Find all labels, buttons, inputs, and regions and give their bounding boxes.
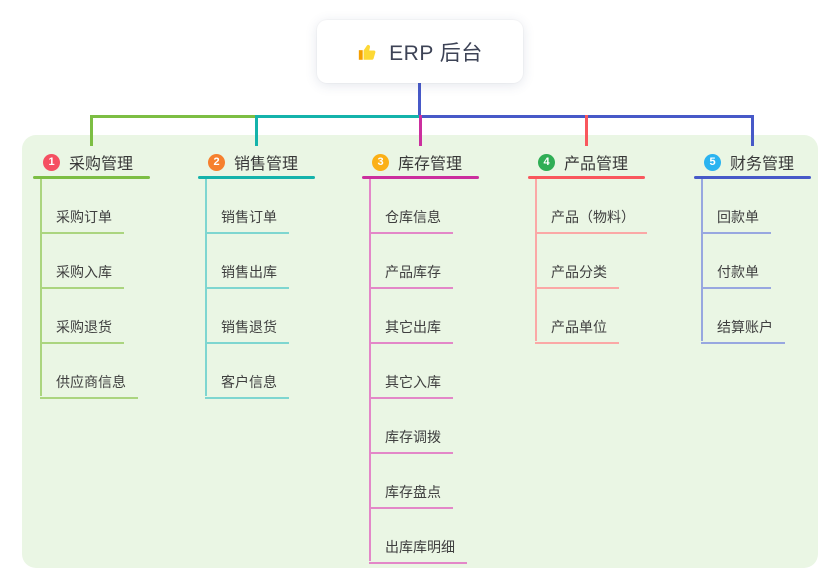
branch-number-badge: 1 xyxy=(43,153,60,171)
branch-node-3[interactable]: 3 库存管理 xyxy=(372,150,462,174)
branch-underline xyxy=(694,176,811,179)
child-node[interactable]: 采购退货 xyxy=(40,308,124,344)
branch-node-2[interactable]: 2 销售管理 xyxy=(208,150,298,174)
child-node[interactable]: 销售出库 xyxy=(205,253,289,289)
branch-underline xyxy=(198,176,315,179)
branch-number-badge: 2 xyxy=(208,153,225,171)
child-node[interactable]: 销售订单 xyxy=(205,198,289,234)
branch-child-spine xyxy=(369,179,371,561)
child-node[interactable]: 回款单 xyxy=(701,198,771,234)
branch-number-badge: 3 xyxy=(372,153,389,171)
child-node[interactable]: 产品库存 xyxy=(369,253,453,289)
child-node[interactable]: 结算账户 xyxy=(701,308,785,344)
child-node[interactable]: 产品（物料） xyxy=(535,198,647,234)
root-connector-stem xyxy=(418,83,421,118)
connector-drop xyxy=(419,115,422,146)
branch-underline xyxy=(362,176,479,179)
connector-bus-segment xyxy=(90,115,258,118)
child-node[interactable]: 其它出库 xyxy=(369,308,453,344)
branch-number-badge: 4 xyxy=(538,153,555,171)
connector-bus-segment xyxy=(255,115,422,118)
branch-child-spine xyxy=(535,179,537,341)
child-node[interactable]: 其它入库 xyxy=(369,363,453,399)
connector-drop xyxy=(90,115,93,146)
branch-label: 财务管理 xyxy=(730,156,795,173)
branch-child-spine xyxy=(701,179,703,341)
branch-label: 销售管理 xyxy=(234,156,299,173)
branches-panel xyxy=(22,135,818,568)
branch-number-badge: 5 xyxy=(704,153,721,171)
child-node[interactable]: 客户信息 xyxy=(205,363,289,399)
branch-underline xyxy=(33,176,150,179)
child-node[interactable]: 采购入库 xyxy=(40,253,124,289)
child-node[interactable]: 供应商信息 xyxy=(40,363,138,399)
child-node[interactable]: 库存盘点 xyxy=(369,473,453,509)
branch-underline xyxy=(528,176,645,179)
connector-drop xyxy=(751,115,754,146)
branch-node-4[interactable]: 4 产品管理 xyxy=(538,150,628,174)
child-node[interactable]: 仓库信息 xyxy=(369,198,453,234)
child-node[interactable]: 出库库明细 xyxy=(369,528,467,564)
branch-label: 采购管理 xyxy=(69,156,134,173)
thumbs-up-icon xyxy=(357,41,379,63)
branch-node-5[interactable]: 5 财务管理 xyxy=(704,150,794,174)
branch-node-1[interactable]: 1 采购管理 xyxy=(43,150,133,174)
child-node[interactable]: 产品分类 xyxy=(535,253,619,289)
child-node[interactable]: 库存调拨 xyxy=(369,418,453,454)
child-node[interactable]: 产品单位 xyxy=(535,308,619,344)
branch-label: 产品管理 xyxy=(564,156,629,173)
child-node[interactable]: 销售退货 xyxy=(205,308,289,344)
root-title: ERP 后台 xyxy=(389,41,483,65)
branch-label: 库存管理 xyxy=(398,156,463,173)
connector-drop xyxy=(585,115,588,146)
child-node[interactable]: 采购订单 xyxy=(40,198,124,234)
child-node[interactable]: 付款单 xyxy=(701,253,771,289)
connector-drop xyxy=(255,115,258,146)
root-node[interactable]: ERP 后台 xyxy=(317,20,523,83)
